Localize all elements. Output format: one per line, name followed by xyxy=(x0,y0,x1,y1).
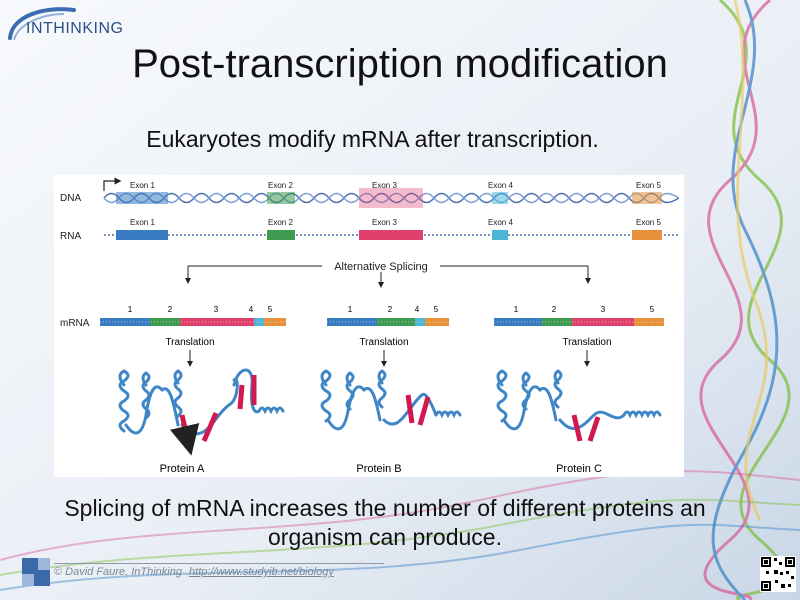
footer: © David Faure, InThinking http://www.stu… xyxy=(54,566,334,578)
variant-c-num-2: 2 xyxy=(552,305,557,314)
translation-label-b: Translation xyxy=(359,337,408,348)
footer-author: © David Faure, InThinking xyxy=(54,566,182,578)
variant-a-num-3: 3 xyxy=(214,305,219,314)
protein-a-sheet-3 xyxy=(237,384,245,410)
summary-text: Splicing of mRNA increases the number of… xyxy=(64,495,706,550)
protein-a-sheet-1 xyxy=(170,414,200,456)
protein-c-sheet-1 xyxy=(571,414,583,442)
logo-text: INTHINKING xyxy=(26,20,124,37)
rna-exon-5-label: Exon 5 xyxy=(636,218,661,227)
rna-exon-1 xyxy=(116,230,168,240)
variant-b-num-4: 4 xyxy=(415,305,420,314)
rna-exon-1-label: Exon 1 xyxy=(130,218,155,227)
dna-exon-2-label: Exon 2 xyxy=(268,181,293,190)
protein-b-label: Protein B xyxy=(356,463,401,475)
promoter-arrow xyxy=(103,177,122,191)
protein-b-structure xyxy=(320,369,462,431)
variant-a-num-4: 4 xyxy=(249,305,254,314)
footer-square-light xyxy=(38,558,50,570)
dna-exon-4 xyxy=(492,192,508,204)
footer-divider xyxy=(54,563,384,564)
protein-c-label: Protein C xyxy=(556,463,602,475)
variant-a-num-5: 5 xyxy=(268,305,273,314)
variant-b-num-2: 2 xyxy=(388,305,393,314)
rna-exon-3-label: Exon 3 xyxy=(372,218,397,227)
mrna-variant-a xyxy=(100,318,286,326)
footer-square-mid xyxy=(22,574,34,586)
splicing-diagram: DNA Exon 1 Exon 2 Exon 3 Exon 4 Exon 5 R… xyxy=(60,177,680,475)
rna-exon-2-label: Exon 2 xyxy=(268,218,293,227)
rna-exon-5 xyxy=(632,230,662,240)
protein-a-structure xyxy=(118,368,285,436)
footer-link[interactable]: http://www.studyib.net/biology xyxy=(189,566,334,578)
variant-a-num-2: 2 xyxy=(168,305,173,314)
alternative-splicing-label: Alternative Splicing xyxy=(334,261,428,273)
rna-label: RNA xyxy=(60,231,81,242)
footer-square-dark-2 xyxy=(34,570,50,586)
rna-exon-3 xyxy=(359,230,423,240)
dna-exon-5 xyxy=(632,192,662,204)
dna-exon-1-label: Exon 1 xyxy=(130,181,155,190)
protein-b-sheet-1 xyxy=(405,394,415,424)
dna-exon-2 xyxy=(267,192,295,204)
variant-b-num-5: 5 xyxy=(434,305,439,314)
mrna-variant-c xyxy=(494,318,664,326)
slide-title: Post-transcription modification xyxy=(132,42,668,86)
protein-a-sheet-2 xyxy=(201,412,219,442)
dna-exon-3 xyxy=(359,188,423,208)
slide-subtitle: Eukaryotes modify mRNA after transcripti… xyxy=(146,126,599,152)
variant-c-num-1: 1 xyxy=(514,305,519,314)
translation-label-c: Translation xyxy=(562,337,611,348)
translation-label-a: Translation xyxy=(165,337,214,348)
alternative-splicing-figure: DNA Exon 1 Exon 2 Exon 3 Exon 4 Exon 5 R… xyxy=(54,175,684,477)
variant-a-num-1: 1 xyxy=(128,305,133,314)
variant-c-num-3: 3 xyxy=(601,305,606,314)
dna-exon-4-label: Exon 4 xyxy=(488,181,513,190)
dna-exon-5-label: Exon 5 xyxy=(636,181,661,190)
rna-exon-4 xyxy=(492,230,508,240)
variant-c-num-5: 5 xyxy=(650,305,655,314)
inthinking-logo xyxy=(8,7,76,41)
mrna-variant-b xyxy=(327,318,449,326)
protein-a-label: Protein A xyxy=(160,463,205,475)
dna-exon-3-label: Exon 3 xyxy=(372,181,397,190)
dna-label: DNA xyxy=(60,193,81,204)
rna-exon-4-label: Exon 4 xyxy=(488,218,513,227)
mrna-label: mRNA xyxy=(60,318,90,329)
variant-b-num-1: 1 xyxy=(348,305,353,314)
dna-exon-1 xyxy=(116,192,168,204)
dna-strand xyxy=(103,177,680,208)
protein-c-sheet-2 xyxy=(587,416,601,442)
protein-c-structure xyxy=(496,369,662,431)
protein-b-sheet-2 xyxy=(417,396,431,426)
rna-exon-2 xyxy=(267,230,295,240)
qr-code-icon xyxy=(760,556,796,592)
